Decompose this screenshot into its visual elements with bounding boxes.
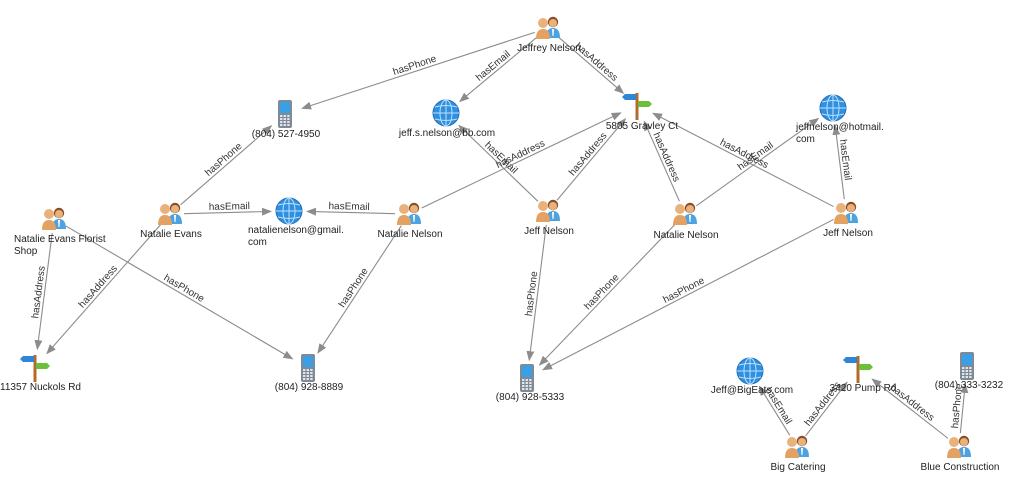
node-phone[interactable]: (804) 928-8889 [275,354,344,393]
node-label: Natalie Evans [140,229,202,240]
mobile-phone-icon [301,354,315,382]
node-label: Natalie Evans Florist [14,234,106,245]
node-email[interactable]: jeff.s.nelson@bb.com [398,99,495,139]
mobile-phone-icon [278,100,292,128]
node-label: Jeff Nelson [524,226,574,237]
node-address[interactable]: 5805 Gravley Ct [606,93,678,132]
globe-icon [736,357,764,385]
edge-hasemail: hasEmail [832,124,853,200]
edge-hasphone: hasPhone [950,383,969,434]
node-email[interactable]: jeffnelson@hotmail.com [795,94,884,145]
node-label: (804) 527-4950 [252,129,321,140]
person-pair-icon [42,207,66,230]
edge-label: hasAddress [77,263,120,310]
node-label: Natalie Nelson [653,230,718,241]
node-label: Natalie Nelson [377,229,442,240]
edge-hasphone: hasPhone [542,218,834,371]
edge-hasemail: hasEmail [305,201,396,216]
node-label: Shop [14,246,38,257]
node-label: jeffnelson@hotmail. [795,122,884,133]
node-label: com [796,134,815,145]
edge-label: hasPhone [392,53,439,78]
node-label: 5805 Gravley Ct [606,121,678,132]
node-label: Jeffrey Nelson [517,43,581,54]
edge-label: hasAddress [650,131,681,184]
person-pair-icon [785,435,809,458]
person-pair-icon [673,202,697,225]
edge-label: hasEmail [474,49,513,84]
edge-label: hasAddress [30,265,48,319]
mobile-phone-icon [960,352,974,380]
edge-label: hasEmail [209,201,250,213]
node-label: Jeff Nelson [823,228,873,239]
node-person[interactable]: Natalie Evans [140,202,202,240]
node-label: (804) 928-8889 [275,382,344,393]
node-person[interactable]: Big Catering [770,435,826,473]
node-phone[interactable]: (804) 527-4950 [252,100,321,140]
edge-label: hasAddress [567,131,609,179]
node-label: (804) 928-5333 [496,392,565,403]
node-label: 11357 Nuckols Rd [0,382,81,393]
edge-label: hasPhone [162,273,207,306]
node-person[interactable]: Jeffrey Nelson [517,16,581,54]
edge-hasphone: hasPhone [301,31,535,110]
node-label: com [248,237,267,248]
node-address[interactable]: 3420 Pump Rd [830,356,897,394]
signpost-icon [622,93,652,120]
edge-label: hasPhone [203,141,245,179]
edge-hasphone: hasPhone [317,225,402,354]
node-label: Jeff@BigEats.com [711,385,793,396]
person-pair-icon [397,202,421,225]
node-phone[interactable]: (804) 333-3232 [935,352,1004,391]
node-email[interactable]: Jeff@BigEats.com [711,357,793,396]
node-person[interactable]: Natalie Nelson [653,202,719,241]
person-pair-icon [536,16,560,39]
edge-hasemail: hasEmail [183,201,273,216]
node-person[interactable]: Natalie Nelson [377,202,443,240]
node-label: 3420 Pump Rd [830,383,897,394]
person-pair-icon [947,435,971,458]
edge-label: hasPhone [950,383,965,429]
node-person[interactable]: Blue Construction [921,435,1000,473]
node-address[interactable]: 11357 Nuckols Rd [0,355,81,393]
person-pair-icon [834,201,858,224]
nodes-layer: Jeffrey Nelson (804) 527-4950 jeff.s.nelso… [0,16,1004,473]
edge-label: hasPhone [582,272,621,312]
node-phone[interactable]: (804) 928-5333 [496,364,565,403]
node-label: jeff.s.nelson@bb.com [398,128,495,139]
node-person[interactable]: Jeff Nelson [823,201,873,239]
signpost-icon [843,356,873,383]
mobile-phone-icon [520,364,534,392]
person-pair-icon [536,199,560,222]
node-label: (804) 333-3232 [935,380,1004,391]
node-label: Blue Construction [921,462,1000,473]
edge-hasaddress: hasAddress [643,120,682,202]
edge-label: hasPhone [337,266,371,310]
edge-label: hasEmail [837,139,853,181]
node-person[interactable]: Jeff Nelson [524,199,574,237]
globe-icon [275,197,303,225]
node-label: Big Catering [770,462,825,473]
globe-icon [432,99,460,127]
globe-icon [819,94,847,122]
edge-label: hasEmail [328,201,369,213]
node-label: natalienelson@gmail. [248,225,344,236]
person-pair-icon [158,202,182,225]
signpost-icon [20,355,50,382]
node-email[interactable]: natalienelson@gmail.com [248,197,344,248]
edge-hasphone: hasPhone [524,224,547,362]
edge-hasphone: hasPhone [538,223,676,366]
edge-label: hasPhone [661,275,706,306]
